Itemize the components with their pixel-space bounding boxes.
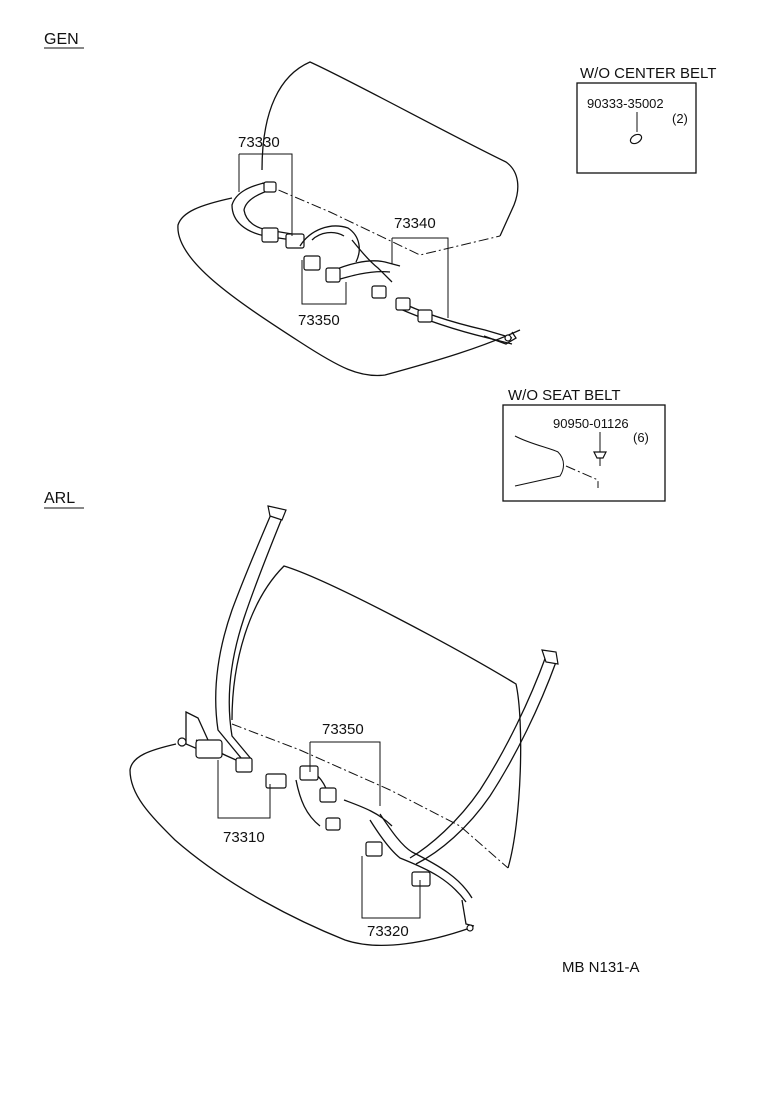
gen-belt-73340	[395, 297, 517, 345]
inset-center-belt-qty: (2)	[672, 111, 688, 126]
inset-without-center-belt: W/O CENTER BELT 90333-35002 (2)	[576, 65, 716, 174]
arl-shoulder-belt-left	[215, 505, 287, 773]
gen-section-title: GEN	[44, 31, 79, 48]
label-73320-arl: 73320	[367, 923, 409, 940]
inset-center-belt-title: W/O CENTER BELT	[580, 65, 716, 82]
arl-shoulder-belt-right	[409, 649, 559, 865]
gen-callout-73350: 73350	[298, 260, 347, 329]
arl-seat-crease	[231, 723, 509, 869]
gen-seat-back	[261, 61, 519, 237]
inset-seat-belt-part-no: 90950-01126	[553, 416, 629, 431]
gen-section: GEN	[44, 31, 521, 377]
inset-seat-edge	[514, 435, 564, 487]
label-73340-gen: 73340	[394, 215, 436, 232]
gen-seat-cushion	[177, 197, 521, 377]
inset-center-belt-box	[576, 82, 697, 174]
label-73330-gen: 73330	[238, 134, 280, 151]
arl-callout-73310: 73310	[217, 760, 271, 846]
clip-icon	[629, 133, 643, 145]
arl-seat-cushion	[129, 743, 471, 946]
arl-belt-73320	[365, 813, 475, 932]
arl-section: ARL	[44, 490, 559, 946]
screw-icon	[593, 451, 607, 459]
label-73310-arl: 73310	[223, 829, 265, 846]
arl-callout-73320: 73320	[361, 856, 421, 940]
inset-without-seat-belt: W/O SEAT BELT 90950-01126 (6)	[502, 387, 666, 502]
label-73350-arl: 73350	[322, 721, 364, 738]
inset-seat-belt-title: W/O SEAT BELT	[508, 387, 621, 404]
label-73350-gen: 73350	[298, 312, 340, 329]
inset-seat-belt-box	[502, 404, 666, 502]
inset-mount-line	[565, 465, 599, 488]
gen-callout-73330: 73330	[238, 134, 293, 236]
inset-seat-belt-qty: (6)	[633, 430, 649, 445]
gen-callout-73340: 73340	[391, 215, 449, 318]
figure-code: MB N131-A	[562, 959, 640, 976]
arl-section-title: ARL	[44, 490, 75, 507]
inset-center-belt-part-no: 90333-35002	[587, 96, 664, 111]
arl-callout-73350: 73350	[309, 721, 381, 806]
arl-retractor-73310	[177, 710, 287, 789]
gen-seat-crease	[261, 182, 501, 256]
arl-seat-back	[231, 565, 522, 869]
gen-buckle-73350	[299, 225, 401, 299]
arl-buckle-73350	[295, 765, 393, 831]
gen-belt-73330	[231, 181, 305, 249]
